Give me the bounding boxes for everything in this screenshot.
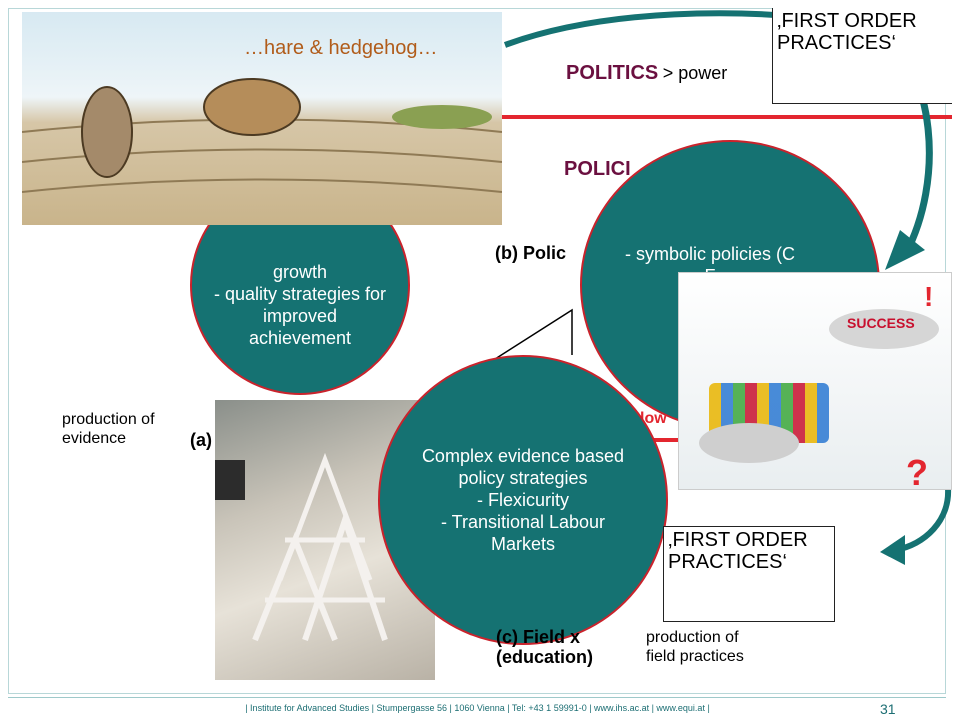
- circle-center-text: Complex evidence based policy strategies…: [421, 446, 625, 554]
- start-pedestal: [699, 423, 799, 463]
- exclamation-mark: !: [924, 281, 934, 312]
- success-image: SUCCESS !: [678, 272, 952, 490]
- first-order-top-text: ‚FIRST ORDER PRACTICES‘: [777, 10, 917, 54]
- triangle-outline: [469, 308, 573, 376]
- hare-caption: …hare & hedgehog…: [244, 37, 438, 59]
- production-evidence-line1: production of: [62, 411, 155, 428]
- footer-divider: [8, 697, 946, 698]
- hare-hedgehog-image: …hare & hedgehog…: [22, 12, 502, 225]
- label-b: (b) Polic: [495, 243, 566, 263]
- first-order-box-top: ‚FIRST ORDER PRACTICES‘: [772, 8, 952, 104]
- production-field: production of field practices: [646, 628, 744, 666]
- arrow-head-right: [885, 230, 925, 270]
- first-order-box-bottom: ‚FIRST ORDER PRACTICES‘: [663, 526, 835, 622]
- politics-suffix: > power: [662, 63, 728, 83]
- label-a: (a): [190, 430, 212, 450]
- politics-row: POLITICS > power: [566, 62, 727, 85]
- production-field-line2: field practices: [646, 648, 744, 665]
- label-c-line1: (c) Field x: [496, 627, 581, 647]
- question-mark: ?: [906, 452, 928, 493]
- production-field-line1: production of: [646, 629, 739, 646]
- circle-left-text: growth - quality strategies for improved…: [213, 262, 387, 348]
- label-c-line2: (education): [496, 647, 593, 667]
- arrow-head-lower: [880, 535, 905, 565]
- hare-sketch: [22, 78, 502, 193]
- page-number: 31: [880, 701, 896, 717]
- success-pedestal: [829, 309, 939, 349]
- politics-label: POLITICS: [566, 62, 659, 84]
- label-c: (c) Field x (education): [496, 627, 593, 667]
- production-evidence-line2: evidence: [62, 430, 127, 447]
- footer-text: | Institute for Advanced Studies | Stump…: [245, 703, 710, 713]
- first-order-bottom-text: ‚FIRST ORDER PRACTICES‘: [668, 529, 808, 573]
- policies-label: POLICI: [564, 158, 631, 180]
- production-evidence: production of evidence: [62, 410, 155, 448]
- circle-center: Complex evidence based policy strategies…: [378, 355, 668, 645]
- cards-sketch: [215, 452, 388, 642]
- red-fragment: low: [640, 410, 667, 427]
- success-text: SUCCESS: [847, 315, 915, 331]
